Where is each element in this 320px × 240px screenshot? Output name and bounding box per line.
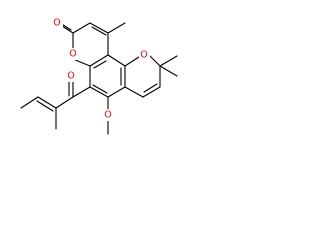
bond-c4-methyl	[107, 22, 126, 34]
bond-c8a-c4a-double	[93, 60, 107, 69]
bonds	[20, 22, 178, 135]
bond-cme2-methyl-a	[159, 55, 178, 67]
bond-c6a-c5	[107, 86, 126, 98]
atom-label-carbonyl-oxygen-lactone: O	[53, 18, 60, 29]
bond-calpha-cbeta-double	[36, 100, 54, 112]
bond-c2-c3	[72, 22, 91, 34]
bond-c8a-c4a	[89, 54, 109, 67]
bond-cbeta-ch3	[20, 96, 39, 109]
atom-label-ring-oxygen-lactone: O	[69, 49, 76, 60]
bond-o1-c8a	[72, 58, 91, 67]
atom-label-methoxy-oxygen: O	[104, 110, 111, 121]
bond-c3p-c4p-double	[143, 83, 158, 93]
bond-c4a-c10b	[107, 54, 126, 67]
bond-calpha-cbeta	[37, 96, 57, 109]
bond-carbonyl-calpha	[55, 96, 74, 109]
molecule-structure: O O O O O	[20, 17, 178, 135]
atom-labels: O O O O O	[52, 17, 150, 121]
bond-c5-c6-double	[92, 84, 108, 94]
bond-c3p-c4p	[142, 86, 161, 98]
bond-c10b-o-pyran	[124, 56, 140, 67]
bond-cme2-methyl-b	[159, 65, 178, 77]
bond-c6-carbonyl	[72, 86, 91, 98]
atom-label-ketone-oxygen: O	[67, 71, 74, 82]
bond-c4p-c6a	[124, 86, 144, 98]
bond-c2-o-double	[61, 25, 74, 34]
bond-c3-c4-double	[91, 26, 107, 36]
bond-o-pyran-cme2	[149, 55, 161, 67]
bond-c3-c4	[89, 22, 109, 34]
atom-label-ring-oxygen-pyran: O	[140, 50, 147, 61]
bond-c5-c6	[89, 86, 109, 98]
